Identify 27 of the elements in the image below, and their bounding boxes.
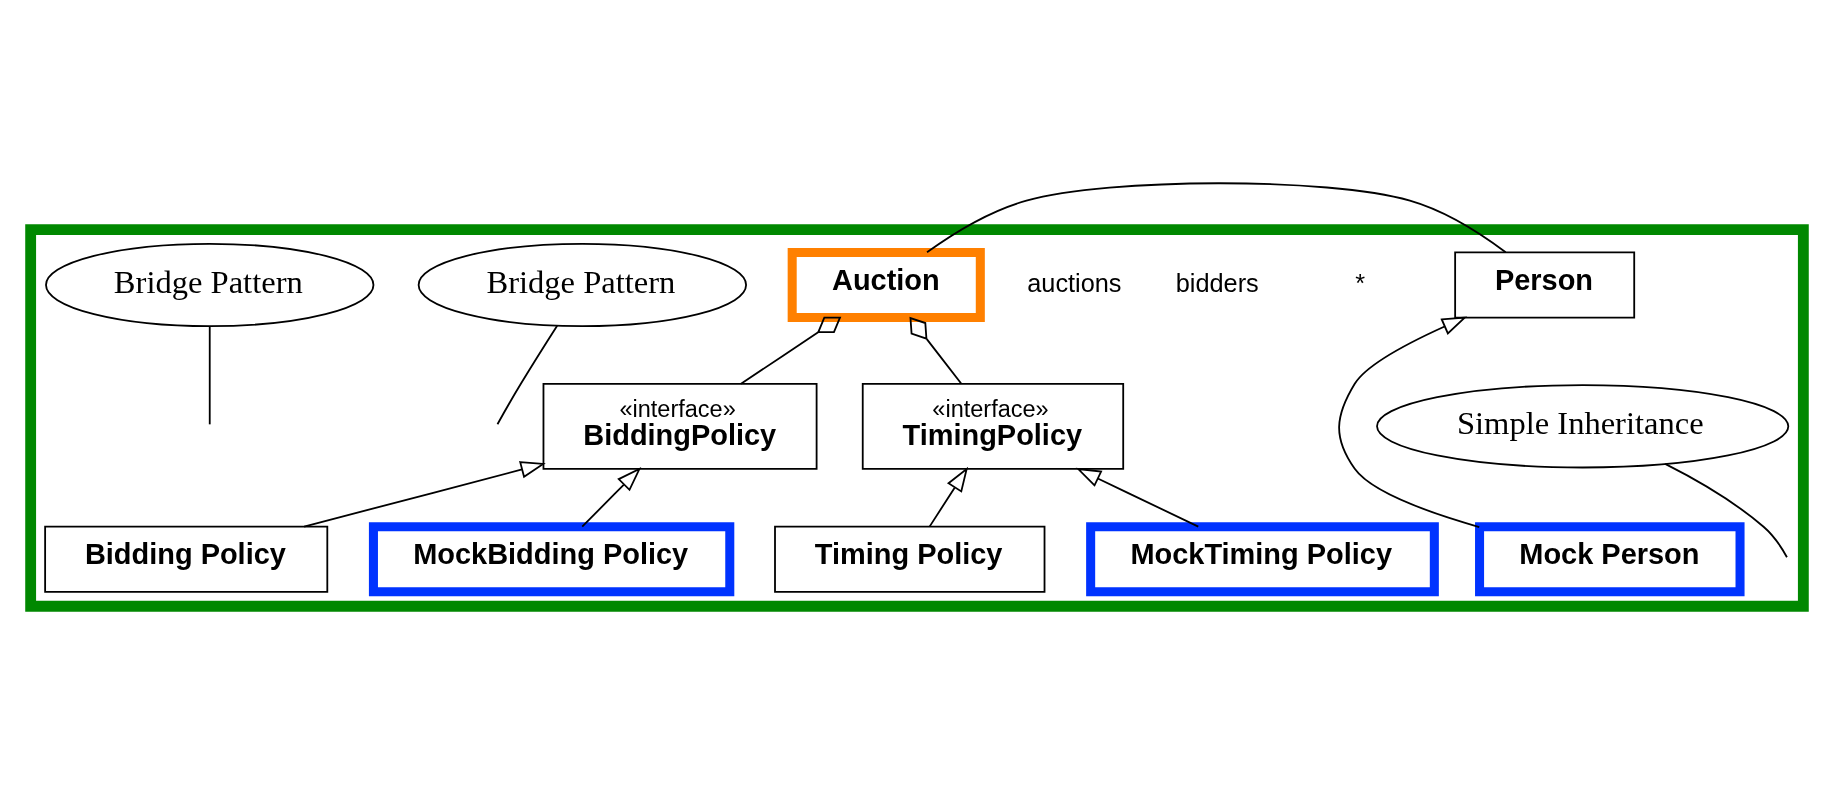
node-box: Timing Policy xyxy=(774,525,1046,593)
arrow xyxy=(1075,467,1200,528)
node-box: «interface» TimingPolicy xyxy=(861,382,1125,470)
node-ellipse: Simple Inheritance xyxy=(1376,384,1790,469)
node-box: Bidding Policy xyxy=(44,525,329,593)
node-ellipse: Bridge Pattern xyxy=(45,242,375,328)
label: bidders xyxy=(1175,268,1259,297)
arrow xyxy=(581,467,642,528)
arrow xyxy=(303,461,546,528)
connector xyxy=(909,316,963,385)
connector xyxy=(496,324,559,426)
node-box: Person xyxy=(1454,251,1636,319)
node-box: MockTiming Policy xyxy=(1086,522,1439,597)
connector xyxy=(926,182,1507,254)
node-box: «interface» BiddingPolicy xyxy=(542,382,818,470)
node-box: Auction xyxy=(787,247,985,323)
arrow xyxy=(1338,316,1481,528)
node-box: Mock Person xyxy=(1475,522,1745,597)
node-ellipse: Bridge Pattern xyxy=(417,242,747,328)
cluster xyxy=(25,224,1809,612)
connector xyxy=(1664,463,1788,559)
connector xyxy=(208,325,211,426)
node-box: MockBidding Policy xyxy=(368,522,735,597)
connector xyxy=(740,316,842,385)
label: * xyxy=(1355,268,1366,297)
arrow xyxy=(928,466,969,528)
label: auctions xyxy=(1027,268,1122,297)
